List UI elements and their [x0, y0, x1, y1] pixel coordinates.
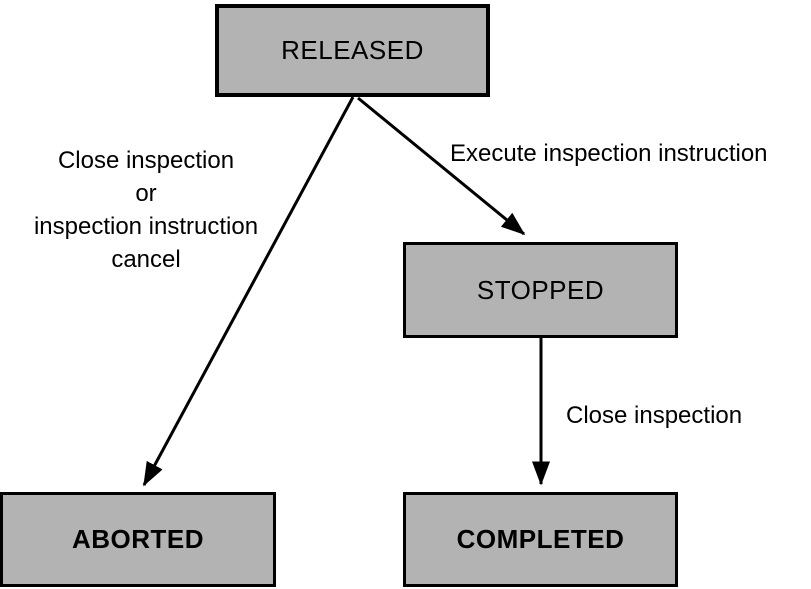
label-line-2: or: [135, 180, 157, 207]
transition-label-released-to-aborted: Close inspection or inspection instructi…: [0, 144, 292, 276]
state-label-released: RELEASED: [281, 35, 424, 65]
label-line-3: inspection instruction: [33, 213, 259, 240]
state-box-completed: COMPLETED: [403, 492, 678, 587]
arrow-released-to-aborted: [142, 96, 355, 487]
state-label-stopped: STOPPED: [476, 274, 605, 305]
state-label-completed: COMPLETED: [456, 524, 625, 554]
state-label-aborted: ABORTED: [71, 524, 205, 554]
transition-label-stopped-to-completed: Close inspection: [566, 402, 743, 429]
state-box-stopped: STOPPED: [403, 242, 678, 338]
transition-label-released-to-stopped: Execute inspection instruction: [450, 140, 768, 167]
state-box-aborted: ABORTED: [0, 492, 276, 587]
arrow-released-to-stopped: [357, 96, 526, 236]
label-line-4: cancel: [111, 246, 181, 273]
label-line-1: Close inspection: [57, 147, 235, 174]
state-box-released: RELEASED: [215, 4, 490, 97]
